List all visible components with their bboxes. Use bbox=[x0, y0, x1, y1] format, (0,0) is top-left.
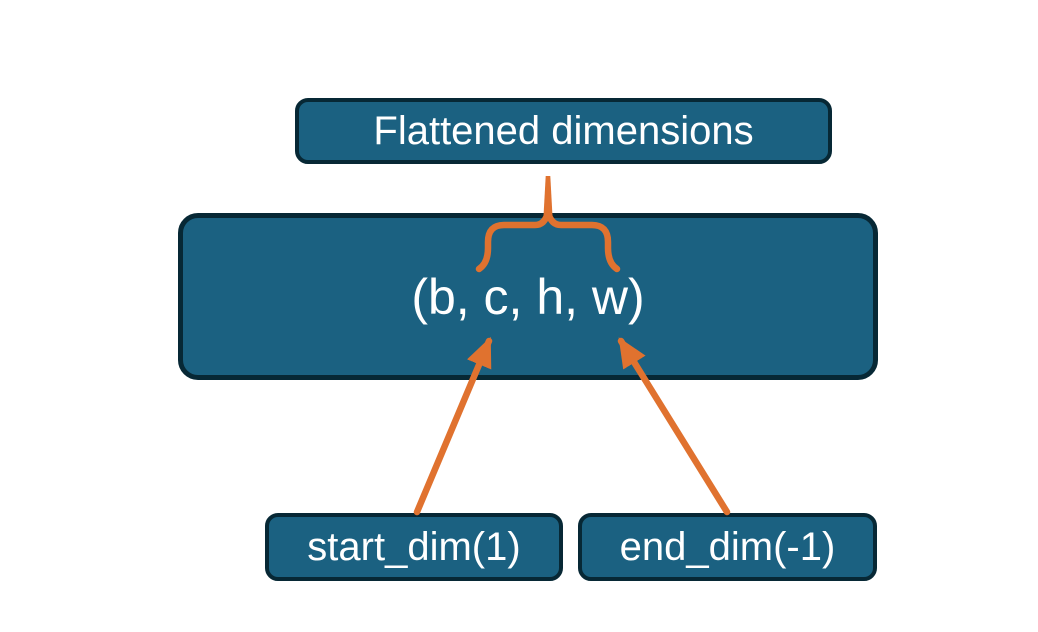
node-tensor-shape: (b, c, h, w) bbox=[178, 213, 878, 380]
node-end-dim: end_dim(-1) bbox=[578, 513, 877, 581]
node-start-dim: start_dim(1) bbox=[265, 513, 563, 581]
node-tensor-shape-label: (b, c, h, w) bbox=[411, 268, 645, 325]
node-start-dim-label: start_dim(1) bbox=[307, 524, 521, 569]
node-flattened-dimensions-label: Flattened dimensions bbox=[373, 108, 754, 153]
brace-stem-connector bbox=[543, 176, 553, 218]
node-flattened-dimensions: Flattened dimensions bbox=[295, 98, 832, 164]
node-end-dim-label: end_dim(-1) bbox=[619, 524, 836, 569]
